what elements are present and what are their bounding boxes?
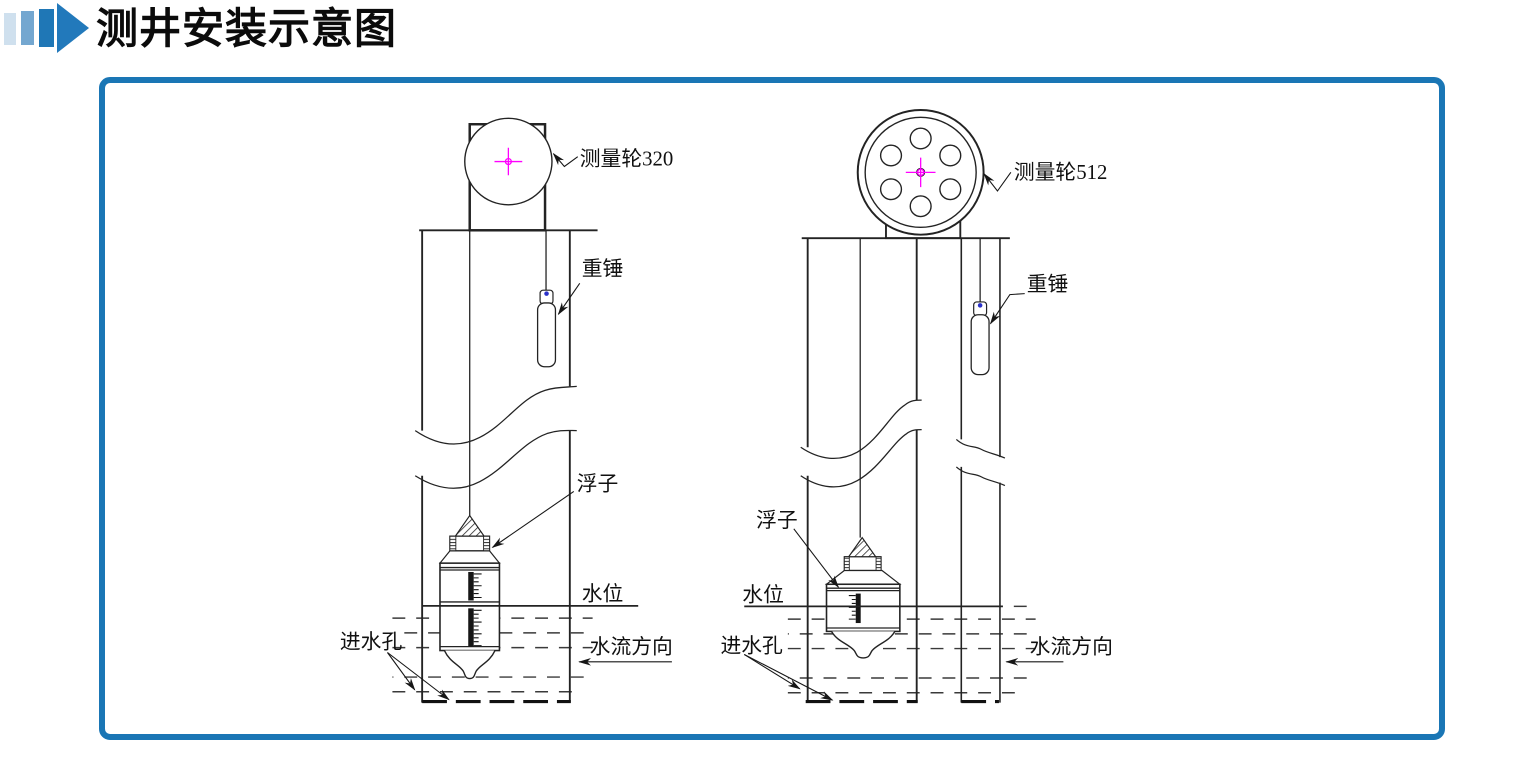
left-float-collar [449, 535, 491, 552]
right-float-collar [843, 556, 882, 572]
left-weight-label: 重锤 [582, 258, 624, 281]
diagram-frame: 测量轮320 重锤 浮子 水位 进水孔 水流方向 [99, 77, 1445, 740]
left-crosshair-icon [494, 147, 523, 176]
left-float-cone [454, 514, 486, 537]
right-diagram: 测量轮512 重锤 浮子 水位 进水孔 水流方向 [720, 109, 1113, 704]
right-measuring-wheel [856, 109, 985, 240]
left-diagram: 测量轮320 重锤 浮子 水位 进水孔 水流方向 [340, 117, 674, 704]
right-float-cone [847, 536, 878, 558]
right-wheel-holes [879, 127, 962, 218]
left-pipe-break [414, 385, 577, 489]
right-float-body [825, 583, 901, 633]
accent-bar-3 [39, 9, 54, 47]
right-leader-lines [743, 172, 1064, 701]
left-float-bottom-cone [443, 650, 496, 680]
left-wheel-label: 测量轮320 [580, 148, 674, 171]
right-weight-label: 重锤 [1027, 273, 1069, 296]
right-float-bottom-cone [830, 631, 896, 659]
title-row: 测井安装示意图 [2, 1, 397, 57]
left-float-sensor [438, 514, 501, 680]
left-float-label: 浮子 [577, 473, 619, 496]
right-weight-pipe [960, 238, 1001, 703]
right-crosshair-icon [905, 157, 936, 188]
right-float-scale [848, 593, 861, 624]
right-float-shoulder [824, 569, 902, 585]
left-inlet-label: 进水孔 [340, 631, 403, 654]
right-pipe-break [800, 399, 1006, 488]
accent-bar-2 [21, 11, 34, 45]
left-water-level-label: 水位 [582, 583, 624, 606]
left-flow-direction-label: 水流方向 [590, 636, 673, 659]
right-rope-anchor [977, 303, 983, 308]
left-leader-lines [387, 152, 672, 701]
left-float-shoulder [438, 550, 501, 564]
right-float-label: 浮子 [756, 509, 798, 532]
right-wheel-label: 测量轮512 [1014, 161, 1108, 184]
right-inlet-label: 进水孔 [720, 635, 783, 658]
left-float-scale [468, 571, 482, 647]
left-rope-anchor [544, 291, 549, 296]
accent-bar-1 [4, 13, 16, 45]
left-counterweight [536, 289, 557, 368]
right-water-dashes [787, 605, 1038, 694]
right-well-pipe [800, 237, 1010, 703]
page-title: 测井安装示意图 [96, 5, 398, 52]
schematic-svg: 测量轮320 重锤 浮子 水位 进水孔 水流方向 [340, 109, 1113, 704]
right-flow-direction-label: 水流方向 [1030, 636, 1113, 659]
right-water-level-label: 水位 [742, 584, 784, 607]
right-wheel-inner-rim [864, 116, 977, 229]
title-arrow-icon [4, 3, 89, 53]
triangle-arrow-icon [57, 3, 89, 53]
right-float-sensor [824, 536, 902, 659]
left-measuring-wheel [464, 117, 553, 232]
right-counterweight [970, 301, 990, 376]
